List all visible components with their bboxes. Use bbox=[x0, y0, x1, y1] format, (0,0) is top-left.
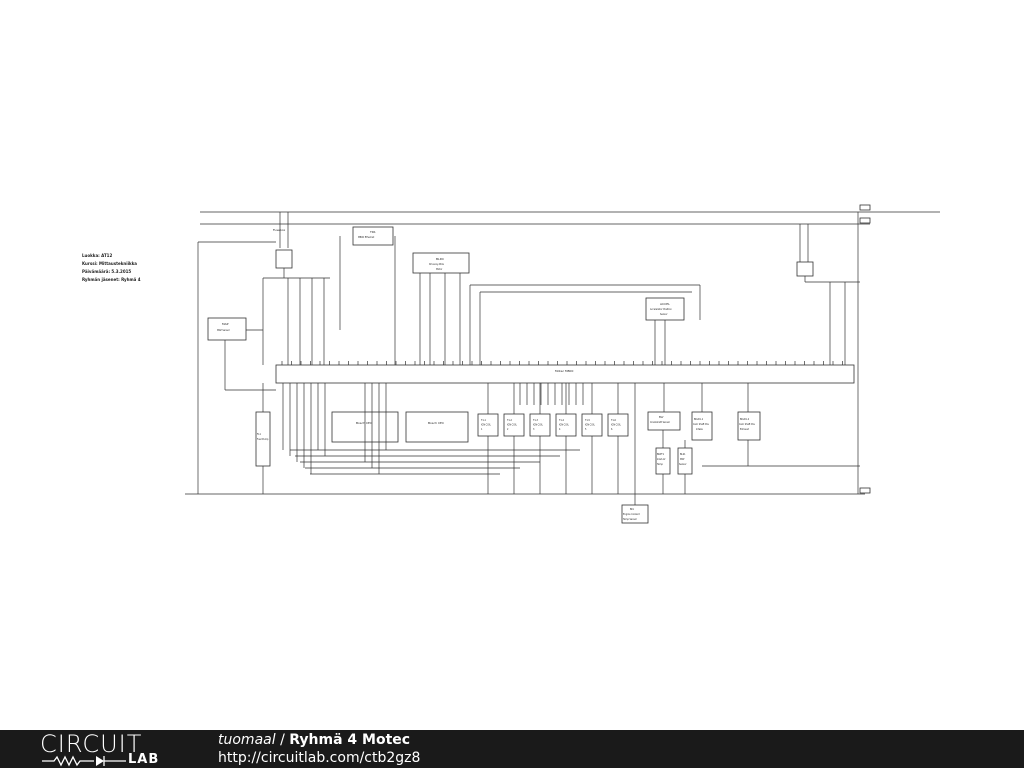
ign-coil-label: 6 bbox=[611, 428, 613, 431]
fuel-pump-block: FL1 Fuel Pump bbox=[255, 383, 271, 494]
bldc-block: BLDC Drive-by-Wire Motor bbox=[412, 252, 470, 365]
power-rails bbox=[185, 211, 940, 495]
fuel-pump-name: FL1 bbox=[257, 433, 261, 436]
inlet-desc: Inlet Air bbox=[657, 458, 666, 461]
accel-name: ACCEL bbox=[660, 302, 670, 306]
author-link[interactable]: tuomaal bbox=[218, 732, 276, 748]
accel-desc2: Sensor bbox=[660, 313, 668, 316]
ecu-name: Motec M800 bbox=[555, 369, 573, 373]
ign-coil-label: 2 bbox=[507, 428, 509, 431]
ign-coil-label: T1-1 bbox=[481, 419, 487, 422]
schematic-canvas: Luokka: AT12 Kurssi: Mittaustekniikka Pä… bbox=[82, 204, 940, 524]
logo-text: CIRCUIT bbox=[40, 730, 143, 758]
logo-sub: LAB bbox=[128, 752, 160, 767]
ign-coil-label: IGN COIL bbox=[507, 424, 518, 427]
bldc-desc2: Motor bbox=[436, 268, 442, 271]
ign-coil-label: 1 bbox=[481, 428, 483, 431]
ign-coil-label: IGN COIL bbox=[585, 424, 596, 427]
bldc-name: BLDC bbox=[436, 257, 444, 261]
fusebox-label: Fusebox bbox=[273, 228, 286, 232]
circuit-title-line: tuomaal / Ryhmä 4 Motec bbox=[218, 731, 410, 749]
accel-block: ACCEL Accelerator Position Sensor bbox=[469, 284, 701, 365]
circuit-url[interactable]: http://circuitlab.com/ctb2gz8 bbox=[218, 750, 421, 766]
resistor-diode-icon bbox=[42, 755, 126, 767]
ecu-block: Motec M800 bbox=[275, 361, 855, 384]
ign-coil-label: IGN COIL bbox=[533, 424, 544, 427]
tr1-name: TR1 bbox=[369, 230, 376, 234]
ign-coil-label: IGN COIL bbox=[481, 424, 492, 427]
ign-coil-label: T1-3 bbox=[533, 419, 539, 422]
bosch1-name: Bosch CEC bbox=[356, 421, 372, 425]
map-sensor-desc2: Sensor bbox=[679, 463, 687, 466]
crank-desc: Crankshaft Sensor bbox=[650, 421, 670, 424]
tr1-desc: M800 Ethernet bbox=[358, 236, 374, 239]
cam2-name: BIGD1-2 bbox=[740, 418, 750, 421]
footer-bar: CIRCUIT LAB tuomaal / Ryhmä 4 Motec http… bbox=[0, 730, 1024, 768]
map-sensor-name: BLS1 bbox=[680, 453, 686, 456]
map-sensor-desc: MAT bbox=[680, 458, 685, 461]
engine-temp-name: BLV bbox=[630, 508, 634, 511]
cam2-desc2: Exhaust bbox=[740, 428, 749, 431]
circuit-title: Ryhmä 4 Motec bbox=[289, 732, 411, 748]
ign-coil-label: T1-5 bbox=[585, 419, 591, 422]
ign-coil-label: T1-6 bbox=[611, 419, 617, 422]
title-separator: / bbox=[275, 732, 290, 748]
ign-coil-label: 4 bbox=[559, 428, 561, 431]
info-block: Luokka: AT12 Kurssi: Mittaustekniikka Pä… bbox=[82, 253, 141, 282]
fuel-pump-desc: Fuel Pump bbox=[257, 438, 269, 441]
ign-coil-label: 3 bbox=[533, 428, 535, 431]
members-line: Ryhmän jäsenet: Ryhmä 4 bbox=[82, 277, 141, 282]
inlet-desc2: Temp bbox=[657, 463, 663, 466]
right-relay bbox=[796, 204, 871, 494]
sensor-blocks: BSV Crankshaft Sensor BIGD1-1 Cam Shaft … bbox=[621, 383, 860, 524]
tr1-block: TR1 M800 Ethernet bbox=[339, 226, 396, 365]
accel-desc: Accelerator Position bbox=[650, 308, 672, 311]
bldc-desc: Drive-by-Wire bbox=[429, 263, 445, 266]
map-desc: MAP Sensor bbox=[217, 329, 230, 332]
inlet-name: BIWT1 bbox=[657, 453, 665, 456]
cam1-desc2: Intake bbox=[696, 428, 703, 431]
ecu-pins bbox=[281, 361, 843, 365]
cam1-name: BIGD1-1 bbox=[694, 418, 704, 421]
bosch2-name: Bosch CEC bbox=[428, 421, 444, 425]
cam2-desc: Cam Shaft Pos bbox=[739, 423, 756, 426]
class-line: Luokka: AT12 bbox=[82, 253, 112, 258]
engine-temp-desc2: Temp Sensor bbox=[623, 518, 637, 521]
ign-coil-label: IGN COIL bbox=[611, 424, 622, 427]
ign-coil-label: T1-4 bbox=[559, 419, 565, 422]
crank-name: BSV bbox=[659, 416, 664, 419]
ign-coil-label: 5 bbox=[585, 428, 587, 431]
cam1-desc: Cam Shaft Pos bbox=[693, 423, 710, 426]
ign-coil-label: IGN COIL bbox=[559, 424, 570, 427]
fusebox: Fusebox bbox=[262, 212, 330, 365]
map-name: MAP bbox=[222, 322, 229, 326]
engine-temp-desc: Engine Coolant bbox=[623, 513, 640, 516]
course-line: Kurssi: Mittaustekniikka bbox=[82, 261, 137, 266]
circuitlab-logo[interactable]: CIRCUIT LAB bbox=[40, 730, 180, 767]
map-block: MAP MAP Sensor bbox=[207, 317, 263, 390]
drop-wires bbox=[197, 241, 584, 494]
ign-coil-label: T1-2 bbox=[507, 419, 513, 422]
date-line: Päivämäärä: 5.3.2015 bbox=[82, 269, 131, 274]
